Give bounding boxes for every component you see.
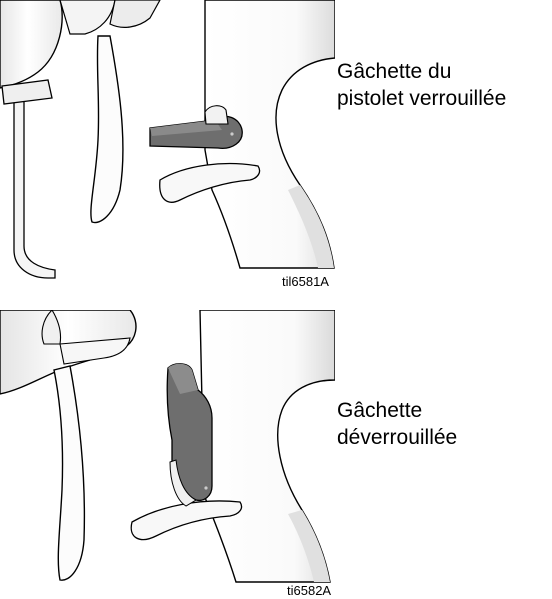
trigger-blade (54, 366, 84, 580)
caption-line: pistolet verrouillée (337, 85, 506, 112)
gun-illustration-unlocked (0, 310, 335, 599)
fluid-tube (14, 100, 55, 278)
gun-illustration-locked (0, 0, 335, 295)
figure-trigger-locked: til6581A (0, 0, 335, 295)
caption-line: Gâchette (337, 397, 457, 424)
figure-ref-code: til6581A (282, 274, 329, 289)
caption-trigger-locked: Gâchette du pistolet verrouillée (337, 58, 506, 112)
trigger-blade (91, 36, 123, 223)
gun-head (0, 0, 62, 88)
caption-trigger-unlocked: Gâchette déverrouillée (337, 397, 457, 451)
caption-line: déverrouillée (337, 424, 457, 451)
figure-ref-code: ti6582A (287, 583, 331, 598)
caption-line: Gâchette du (337, 58, 506, 85)
figure-trigger-unlocked: ti6582A (0, 310, 335, 599)
